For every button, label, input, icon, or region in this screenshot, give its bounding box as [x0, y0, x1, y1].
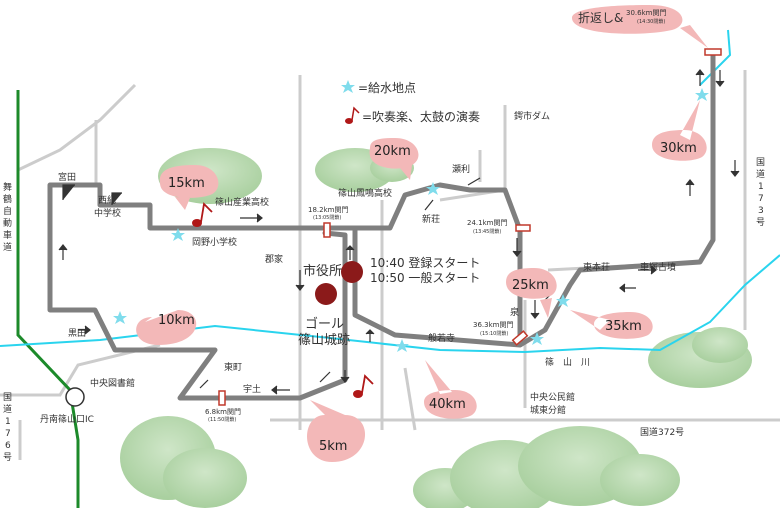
- road-176-char: 道: [3, 403, 12, 415]
- marathon-course-east: [518, 55, 716, 348]
- road-maizuru-char: 鶴: [3, 193, 12, 205]
- turnaround-label: 折返し&: [578, 10, 623, 25]
- music-note-icon: [345, 106, 360, 124]
- music-note-icon: [353, 374, 374, 398]
- water-stations: [113, 80, 709, 352]
- road-176-char: 国: [3, 392, 12, 403]
- goal-line-1: ゴール: [305, 316, 344, 332]
- km-label-30: 30km: [660, 141, 697, 156]
- place-river: 篠 山 川: [545, 356, 590, 368]
- start-point-dot: [341, 261, 363, 283]
- place-gunke: 郡家: [265, 253, 283, 265]
- road-173-char: 1: [758, 182, 764, 192]
- road-maizuru-char: 自: [3, 205, 12, 217]
- checkpoint-36-km: 36.3km関門: [473, 321, 513, 329]
- gate-markers: [218, 48, 722, 406]
- km-label-5: 5km: [319, 439, 347, 454]
- place-higashihonjo: 東本荘: [583, 261, 610, 273]
- place-udo: 宇土: [243, 383, 261, 395]
- star-icon: [695, 88, 709, 101]
- road-176-char: 7: [5, 429, 11, 439]
- star-icon: [530, 332, 544, 345]
- road-maizuru-char: 道: [3, 241, 12, 253]
- legend-music: =吹奏楽、太鼓の演奏: [362, 109, 480, 124]
- checkpoint-24-km: 24.1km関門: [467, 219, 507, 227]
- hills: [120, 148, 752, 508]
- star-icon: [341, 80, 355, 93]
- place-miyata: 宮田: [58, 171, 76, 183]
- city-hall-label: 市役所: [303, 263, 342, 279]
- checkpoint-18-time: (13:05閉鎖): [313, 214, 341, 221]
- place-library: 中央図書館: [90, 377, 135, 389]
- place-kurumazuka: 車塚古墳: [640, 261, 676, 273]
- checkpoint-18-km: 18.2km関門: [308, 206, 348, 214]
- expressway: [16, 90, 85, 508]
- start-line-2: 10:50 一般スタート: [370, 270, 480, 285]
- road-maizuru-char: 動: [3, 218, 12, 229]
- road-173-char: 道: [756, 168, 765, 180]
- km-label-25: 25km: [512, 278, 549, 293]
- place-hoomei: 篠山鳳鳴高校: [338, 187, 392, 199]
- road-r372: 国道372号: [640, 426, 684, 438]
- place-hannyaji: 般若寺: [428, 332, 455, 344]
- checkpoint-24-time: (13:45閉鎖): [473, 228, 501, 235]
- checkpoint-36-time: (15:10閉鎖): [480, 330, 508, 337]
- km-label-10: 10km: [158, 313, 195, 328]
- place-community-2: 城東分館: [530, 404, 566, 416]
- place-shinjo: 新荘: [422, 213, 440, 225]
- star-icon: [171, 228, 185, 241]
- goal-point-dot: [315, 283, 337, 305]
- place-sangyo: 篠山産業高校: [215, 196, 269, 208]
- start-line-1: 10:40 登録スタート: [370, 255, 480, 270]
- music-note-icon: [192, 202, 213, 227]
- road-maizuru-char: 舞: [3, 182, 12, 193]
- turnaround-time: (14:30閉鎖): [637, 18, 665, 25]
- road-173-char: 3: [758, 206, 764, 216]
- km-label-40: 40km: [429, 397, 466, 412]
- place-community-1: 中央公民館: [530, 391, 575, 403]
- star-icon: [113, 311, 127, 324]
- road-173-char: 国: [756, 157, 765, 168]
- turnaround-gate: 30.6km関門: [626, 9, 666, 17]
- star-icon: [556, 294, 570, 307]
- checkpoint-6-km: 6.8km関門: [205, 408, 241, 416]
- road-173-char: 7: [758, 194, 764, 204]
- km-bubbles: [136, 5, 708, 462]
- checkpoint-6-time: (11:50閉鎖): [208, 416, 236, 423]
- place-okano: 岡野小学校: [192, 236, 237, 248]
- road-176-char: 号: [3, 452, 12, 463]
- km-label-35: 35km: [605, 319, 642, 334]
- direction-arrows: [58, 69, 740, 395]
- road-maizuru-char: 車: [3, 229, 12, 241]
- goal-line-2: 篠山城跡: [298, 332, 350, 348]
- music-notes: [192, 106, 374, 398]
- road-maizuru-label: 舞 鶴 自 動 車 道: [3, 182, 12, 253]
- star-icon: [395, 339, 409, 352]
- road-176-label: 国 道 1 7 6 号: [3, 392, 12, 463]
- place-kuroda: 黒田: [68, 328, 86, 339]
- place-ic: 丹南篠山口IC: [40, 413, 94, 425]
- km-label-20: 20km: [374, 144, 411, 159]
- road-176-char: 1: [5, 417, 11, 427]
- river-upper-branch: [699, 29, 732, 86]
- place-nishiki: 西紀: [98, 194, 116, 206]
- marathon-course: [47, 182, 523, 401]
- road-176-char: 6: [5, 441, 11, 451]
- place-ichidam: 鍔市ダム: [514, 110, 550, 122]
- star-icon: [426, 182, 440, 195]
- road-173-char: 号: [756, 217, 765, 228]
- km-label-15: 15km: [168, 176, 205, 191]
- place-higashimachi: 東町: [224, 361, 242, 373]
- place-nishiki-school: 中学校: [94, 207, 121, 219]
- road-173-label: 国 道 1 7 3 号: [756, 157, 765, 228]
- place-izumi: 泉: [510, 306, 519, 318]
- place-segari: 瀬利: [452, 163, 470, 175]
- legend-water: =給水地点: [358, 81, 416, 95]
